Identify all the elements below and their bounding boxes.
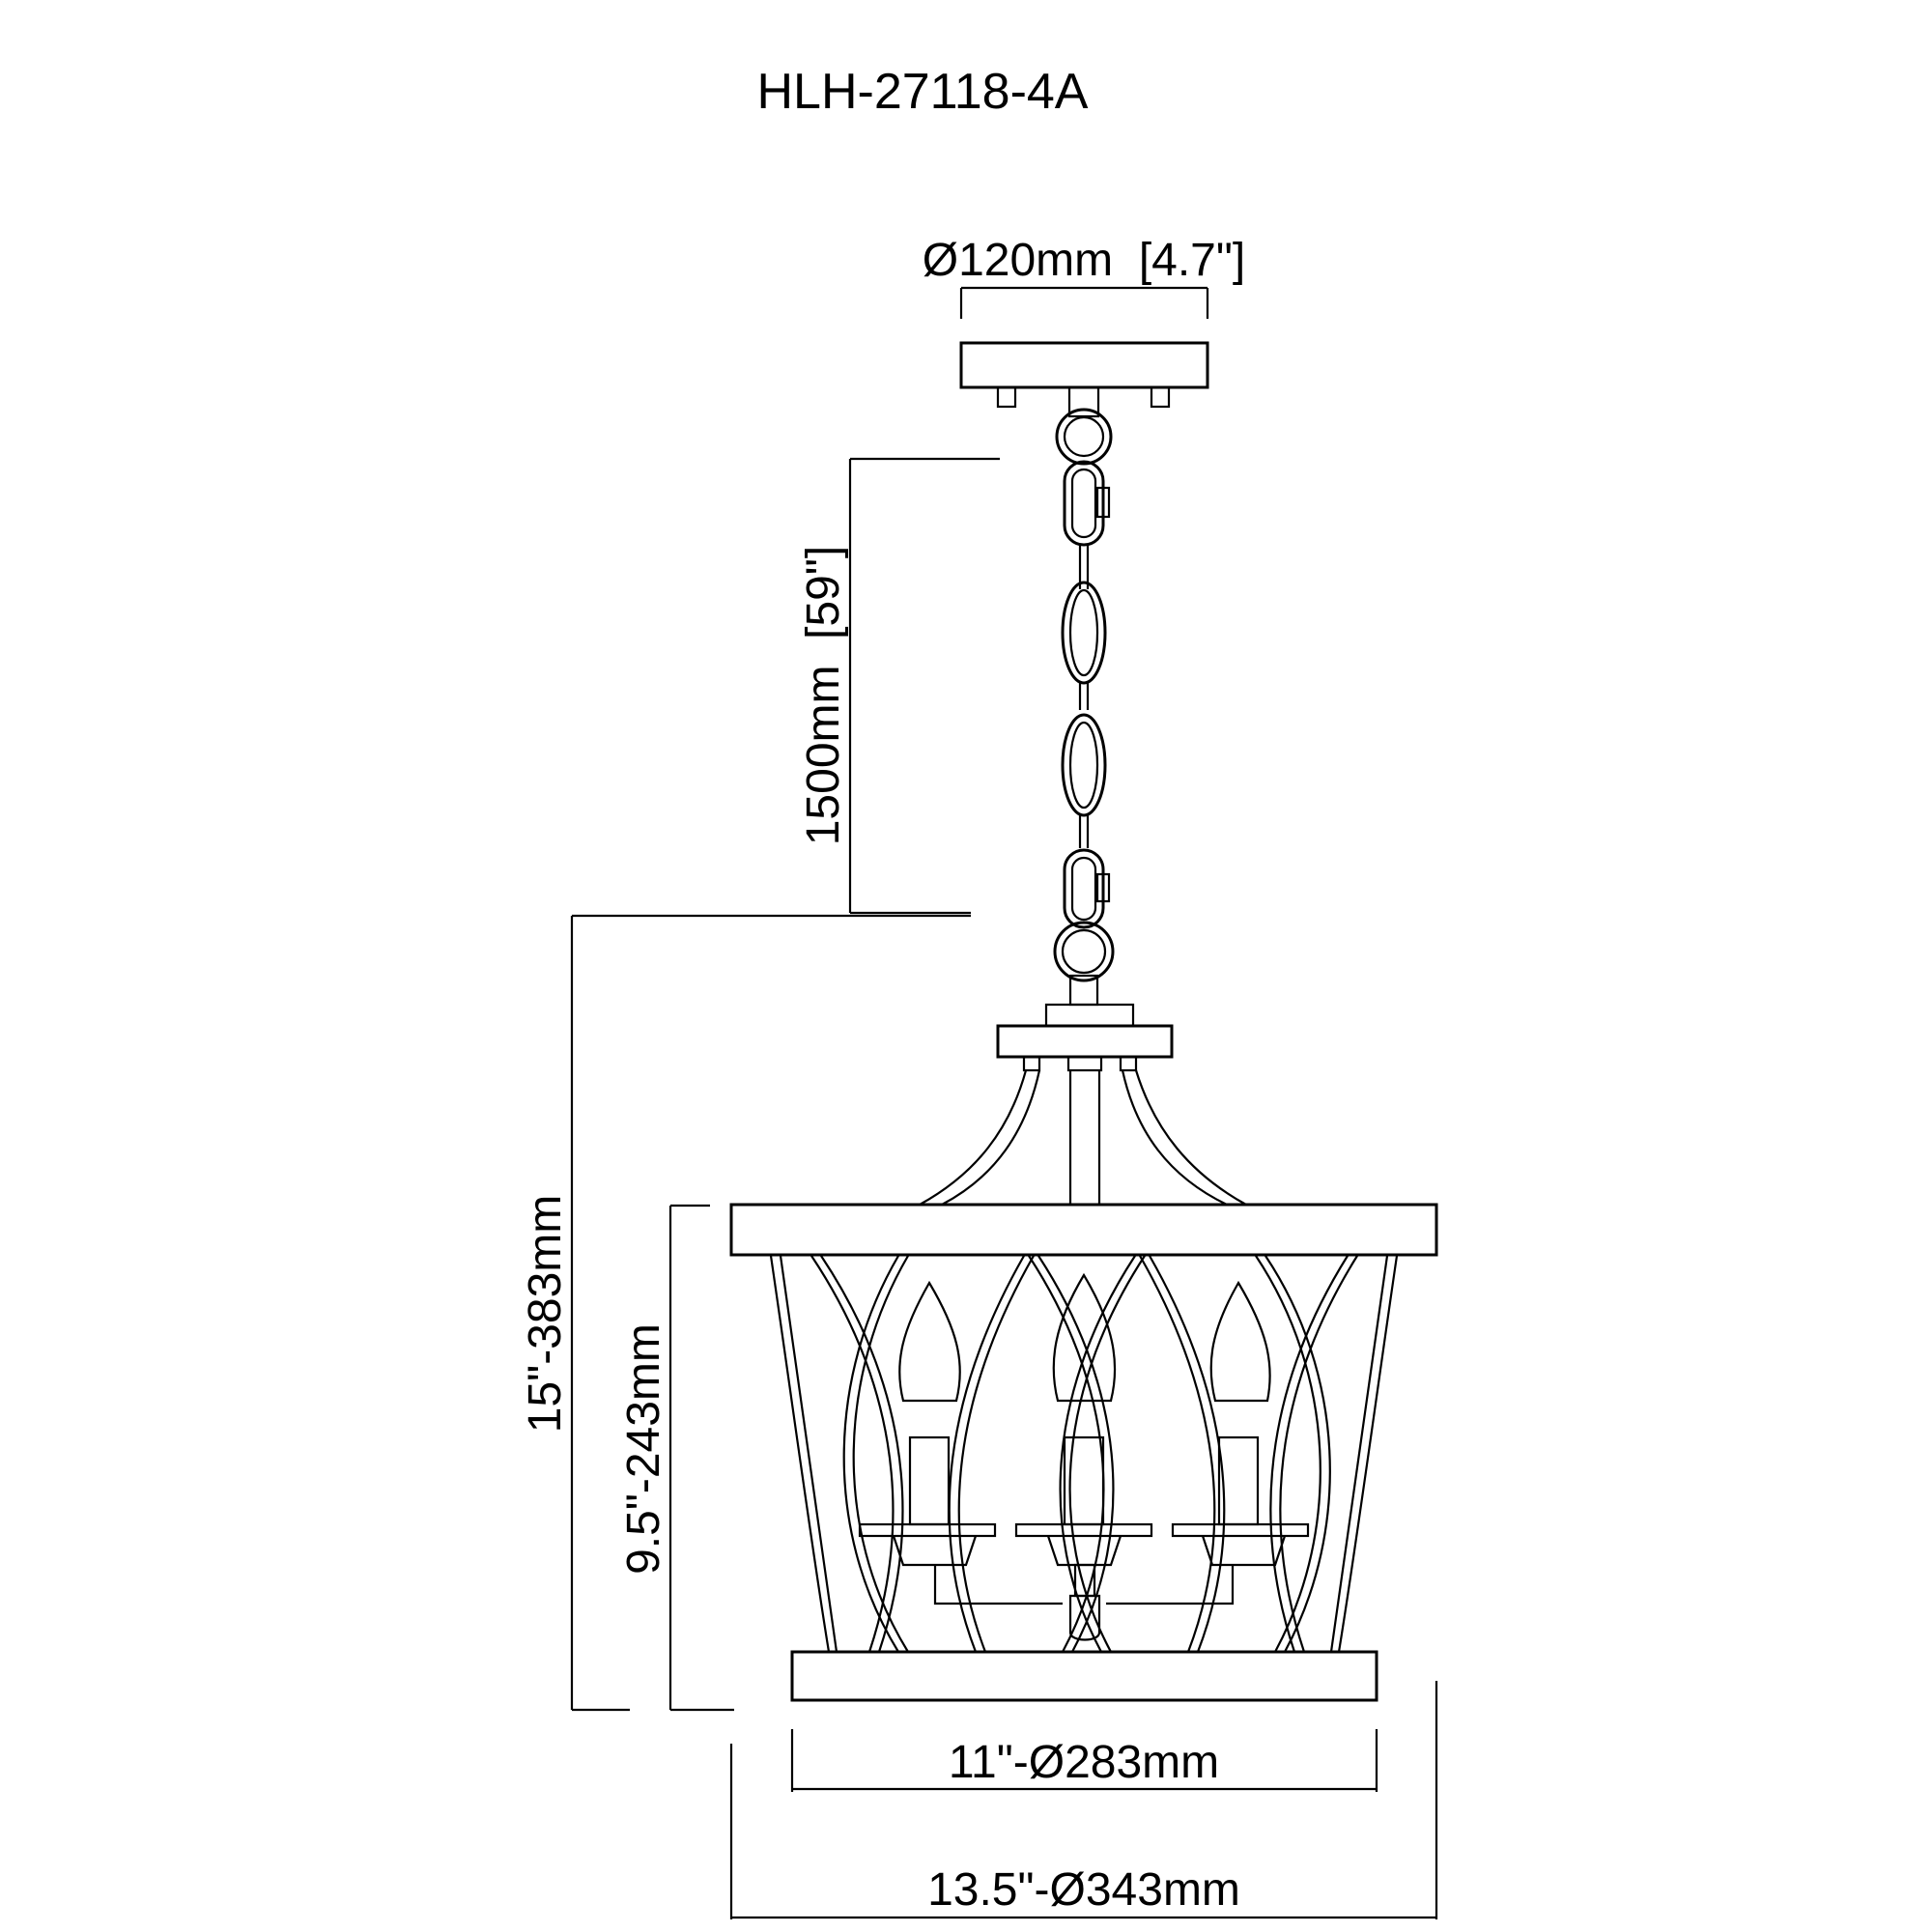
canopy-diameter-label: Ø120mm [4.7"]: [923, 235, 1246, 286]
canopy-diameter-dimension: Ø120mm [4.7"]: [923, 235, 1246, 319]
chain-length-label: 1500mm [59"]: [798, 546, 849, 846]
bottom-diameter-label: 11"-Ø283mm: [949, 1737, 1219, 1788]
hanging-chain: [1053, 408, 1115, 1007]
model-number: HLH-27118-4A: [756, 64, 1088, 120]
chain-length-dimension: 1500mm [59"]: [798, 457, 1000, 915]
overall-height-label: 15"-383mm: [520, 1195, 571, 1433]
body-height-label: 9.5"-243mm: [618, 1323, 669, 1575]
ceiling-canopy: [959, 341, 1209, 418]
top-diameter-label: 13.5"-Ø343mm: [927, 1864, 1240, 1916]
bottom-diameter-dimension: 11"-Ø283mm: [790, 1729, 1378, 1792]
body-height-dimension: 9.5"-243mm: [618, 1204, 734, 1712]
pendant-body: [729, 1003, 1438, 1702]
overall-height-dimension: 15"-383mm: [520, 914, 971, 1712]
top-diameter-dimension: 13.5"-Ø343mm: [729, 1681, 1438, 1919]
